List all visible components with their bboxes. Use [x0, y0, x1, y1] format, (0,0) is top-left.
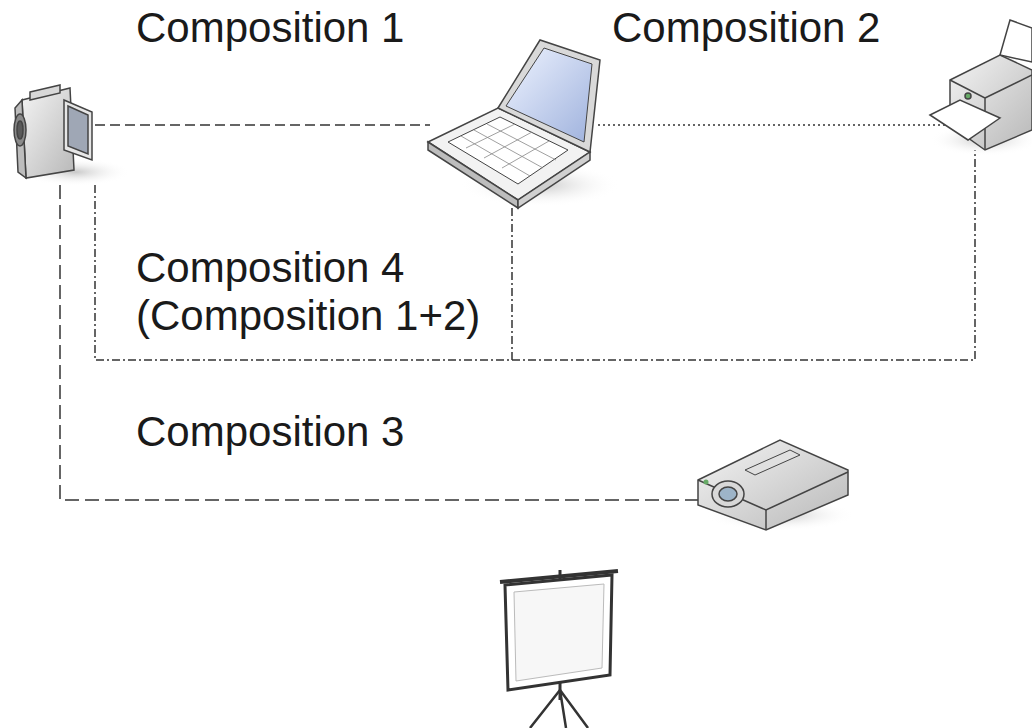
- composition-2-line: [598, 124, 945, 126]
- composition-label: Composition 3: [136, 408, 404, 456]
- laptop-icon: [428, 40, 620, 208]
- composition-label: Composition 4 (Composition 1+2): [136, 244, 508, 341]
- composition-label: Composition 2: [612, 4, 880, 52]
- composition-3-line: [60, 185, 700, 500]
- camcorder-icon: [14, 85, 130, 186]
- projection-screen-icon: [500, 570, 618, 728]
- projector-icon: [698, 440, 855, 531]
- composition-label: Composition 1: [136, 4, 404, 52]
- printer-icon: [930, 20, 1032, 156]
- composition-4-branch: [511, 208, 513, 360]
- composition-1-line: [95, 124, 430, 126]
